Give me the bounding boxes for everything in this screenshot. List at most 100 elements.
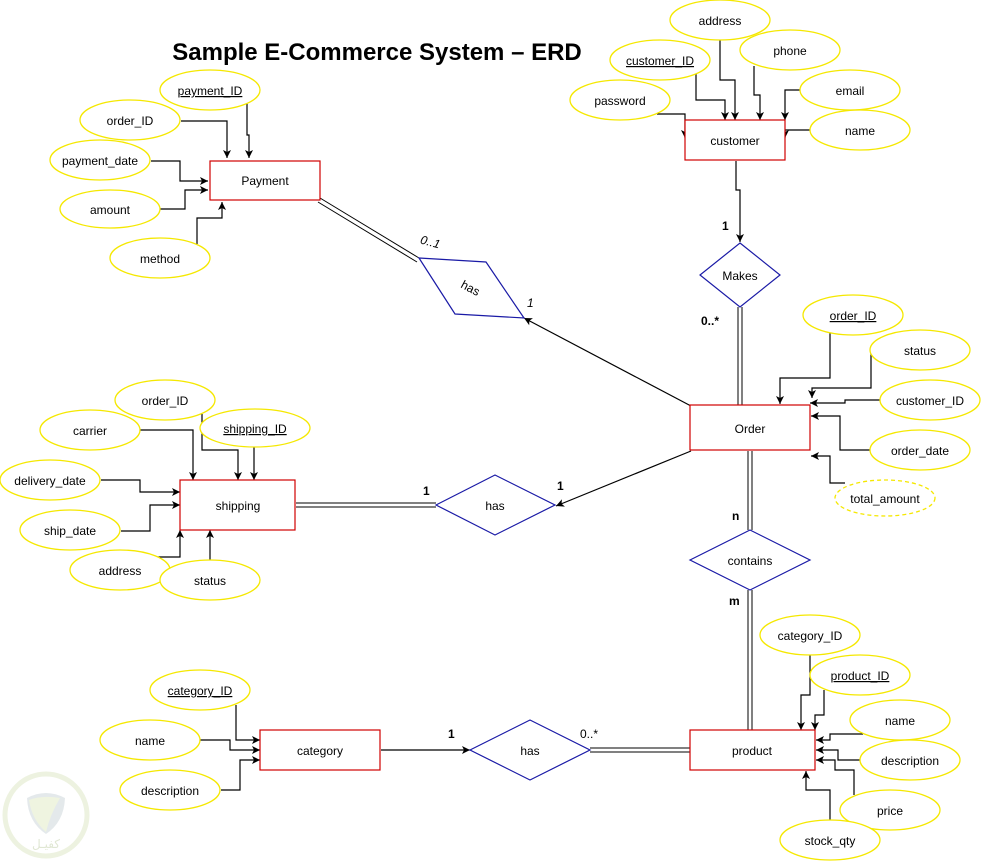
attribute-payment-method-shape[interactable] [109,237,211,279]
relationship-contains[interactable]: contains [688,529,812,591]
attribute-shipping-delivery-date[interactable]: delivery_date [0,459,101,501]
attribute-product-price[interactable]: price [839,789,941,831]
attribute-customer-name-shape[interactable] [809,109,911,151]
attribute-shipping-carrier-label: carrier [73,424,107,438]
watermark-text: كفيـل [32,837,60,851]
attribute-shipping-order-id-shape[interactable] [114,379,216,421]
attribute-product-name[interactable]: name [849,699,951,741]
entity-product-box[interactable] [689,729,816,771]
connector-shipping-ship-date [121,501,180,532]
attribute-payment-order-id[interactable]: order_ID [79,99,181,141]
entity-customer[interactable]: customer [684,119,786,161]
attribute-order-date-shape[interactable] [869,429,971,471]
attribute-order-date[interactable]: order_date [869,429,971,471]
attribute-customer-id-shape[interactable] [609,39,711,81]
attribute-order-status[interactable]: status [869,329,971,371]
relationship-makes[interactable]: Makes [699,242,781,308]
entity-payment-label: Payment [241,174,289,188]
relationship-category-has-shape[interactable] [468,719,592,781]
relationship-category-has[interactable]: has [468,719,592,781]
attribute-order-total-amount[interactable]: total_amount [834,479,936,517]
attribute-customer-password[interactable]: password [569,79,671,121]
attribute-shipping-id-shape[interactable] [199,408,311,448]
attribute-shipping-ship-date[interactable]: ship_date [19,509,121,551]
attribute-shipping-status[interactable]: status [159,559,261,601]
entity-category-label: category [297,744,343,758]
attribute-customer-name[interactable]: name [809,109,911,151]
relationship-payment-has-shape[interactable] [417,257,526,319]
attribute-order-id[interactable]: order_ID [802,294,904,336]
leaf-icon [29,796,60,832]
attribute-category-id-label: category_ID [168,684,233,698]
attribute-shipping-order-id[interactable]: order_ID [114,379,216,421]
attribute-product-stock-qty[interactable]: stock_qty [779,819,881,861]
entity-customer-box[interactable] [684,119,786,161]
attribute-category-name[interactable]: name [99,719,201,761]
relationship-shipping-has[interactable]: has [434,474,557,536]
attribute-order-status-shape[interactable] [869,329,971,371]
attribute-product-category-id-shape[interactable] [759,614,861,656]
relationship-shipping-has-shape[interactable] [434,474,557,536]
connector-payment-method [196,202,226,244]
attribute-order-id-shape[interactable] [802,294,904,336]
attribute-customer-email[interactable]: email [799,69,901,111]
connector-product-name [816,733,863,744]
attribute-shipping-delivery-date-shape[interactable] [0,459,101,501]
attribute-shipping-carrier-shape[interactable] [39,409,141,451]
attribute-customer-phone[interactable]: phone [739,29,841,71]
attribute-category-id[interactable]: category_ID [149,669,251,711]
attribute-payment-date-shape[interactable] [49,139,151,181]
entity-product[interactable]: product [689,729,816,771]
attribute-customer-phone-shape[interactable] [739,29,841,71]
attribute-payment-id[interactable]: payment_ID [159,69,261,111]
entity-order-label: Order [735,422,766,436]
relationship-contains-label: contains [728,554,773,568]
attribute-shipping-ship-date-shape[interactable] [19,509,121,551]
entity-product-label: product [732,744,773,758]
entity-shipping[interactable]: shipping [179,479,296,531]
relationship-makes-shape[interactable] [699,242,781,308]
attribute-order-customer-id-shape[interactable] [879,379,981,421]
attribute-product-description-shape[interactable] [859,739,961,781]
attribute-category-description-shape[interactable] [119,769,221,811]
entity-category[interactable]: category [259,729,381,771]
attribute-shipping-address[interactable]: address [69,549,171,591]
attribute-shipping-status-shape[interactable] [159,559,261,601]
entity-category-box[interactable] [259,729,381,771]
attribute-payment-date[interactable]: payment_date [49,139,151,181]
entity-shipping-box[interactable] [179,479,296,531]
attribute-customer-phone-label: phone [773,44,807,58]
attribute-category-id-shape[interactable] [149,669,251,711]
attribute-payment-id-shape[interactable] [159,69,261,111]
attribute-product-price-shape[interactable] [839,789,941,831]
attribute-product-id[interactable]: product_ID [809,654,911,696]
entity-order[interactable]: Order [689,404,811,451]
attribute-customer-id[interactable]: customer_ID [609,39,711,81]
attribute-category-name-shape[interactable] [99,719,201,761]
attribute-payment-amount[interactable]: amount [59,189,161,229]
attribute-shipping-carrier[interactable]: carrier [39,409,141,451]
attribute-shipping-id[interactable]: shipping_ID [199,408,311,448]
relationship-payment-has[interactable]: has [417,257,526,319]
attribute-payment-amount-shape[interactable] [59,189,161,229]
connector-product-description [816,746,860,761]
attribute-payment-order-id-shape[interactable] [79,99,181,141]
connector-payment-order-id [181,120,231,158]
attribute-product-category-id[interactable]: category_ID [759,614,861,656]
connector-shipping-carrier [140,429,197,480]
attribute-order-total-amount-shape[interactable] [834,479,936,517]
relationship-contains-shape[interactable] [688,529,812,591]
attribute-customer-address[interactable]: address [669,0,771,41]
entity-order-box[interactable] [689,404,811,451]
attribute-category-description[interactable]: description [119,769,221,811]
entity-shipping-label: shipping [216,499,261,513]
entity-payment-box[interactable] [209,160,321,201]
attribute-customer-password-shape[interactable] [569,79,671,121]
attribute-product-id-shape[interactable] [809,654,911,696]
attribute-product-description[interactable]: description [859,739,961,781]
entity-payment[interactable]: Payment [209,160,321,201]
attribute-customer-address-shape[interactable] [669,0,771,41]
attribute-order-customer-id[interactable]: customer_ID [879,379,981,421]
attribute-payment-method[interactable]: method [109,237,211,279]
attribute-product-stock-qty-shape[interactable] [779,819,881,861]
